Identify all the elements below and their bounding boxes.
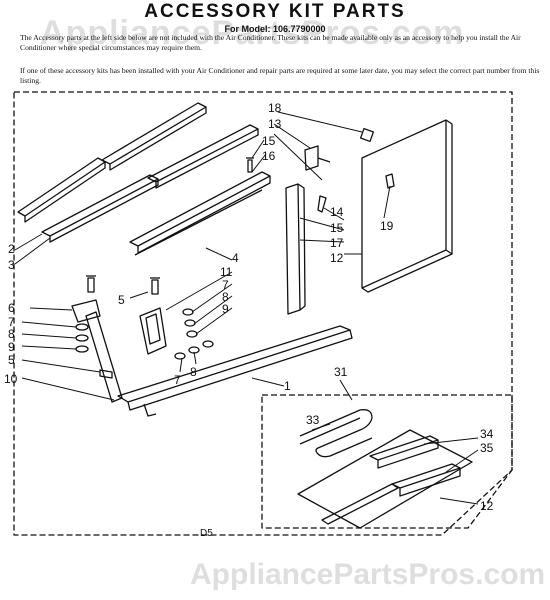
- callout-8b: 8: [8, 327, 15, 341]
- callout-17: 17: [330, 236, 344, 250]
- screw-5-top: [86, 275, 96, 293]
- callout-3: 3: [8, 258, 15, 272]
- callout-6: 6: [8, 301, 15, 315]
- callout-10: 10: [4, 372, 18, 386]
- leader-lines: [14, 111, 479, 505]
- washer-set-right: [174, 308, 214, 360]
- foam-strip-2: [101, 102, 207, 171]
- washer-set-left: [75, 323, 89, 353]
- callout-11: 11: [220, 265, 233, 279]
- foam-strip-4: [147, 124, 259, 189]
- gasket-33: [299, 409, 373, 458]
- clip-18: [359, 127, 375, 143]
- callout-5b: 5: [8, 353, 15, 367]
- callout-7b: 7: [8, 315, 15, 329]
- callout-34: 34: [480, 427, 494, 441]
- foam-strip-1: [17, 157, 106, 223]
- screw-19: [385, 173, 395, 189]
- support-post-17: [285, 183, 306, 315]
- angle-channel-4: [129, 171, 271, 256]
- callout-16: 16: [262, 149, 276, 163]
- diagram-code: D5: [200, 528, 213, 539]
- callout-12b: 12: [480, 499, 494, 513]
- panel-12-kit: [297, 429, 473, 529]
- callout-31: 31: [334, 365, 348, 379]
- side-panel-12: [361, 119, 453, 293]
- callout-7a: 7: [222, 278, 229, 292]
- angle-strip-kit: [321, 483, 399, 525]
- callout-9a: 9: [222, 302, 229, 316]
- page-title: ACCESSORY KIT PARTS: [144, 1, 406, 22]
- leg-bracket-6: [71, 299, 101, 323]
- callout-15b: 15: [330, 221, 344, 235]
- callout-1: 1: [284, 379, 291, 393]
- callout-19: 19: [380, 219, 394, 233]
- screw-14: [317, 195, 327, 213]
- callout-4: 4: [232, 251, 239, 265]
- bracket-13: [304, 145, 331, 171]
- callout-9b: 9: [8, 340, 15, 354]
- callout-8c: 8: [190, 365, 197, 379]
- intro-paragraph: The Accessory parts at the left side bel…: [20, 33, 521, 52]
- foam-block-34: [369, 435, 439, 469]
- callout-13: 13: [268, 117, 282, 131]
- support-rail-1: [117, 325, 353, 411]
- screw-5-bottom: [99, 369, 113, 379]
- callout-2: 2: [8, 242, 15, 256]
- callout-35: 35: [480, 441, 494, 455]
- callout-7c: 7: [174, 373, 181, 387]
- kit-border: [261, 394, 513, 529]
- model-number: For Model: 106.7790000: [224, 24, 326, 34]
- screw-15-top: [246, 157, 254, 173]
- callout-8a: 8: [222, 290, 229, 304]
- foam-strip-3: [41, 174, 159, 243]
- callout-5a: 5: [118, 293, 125, 307]
- callout-33: 33: [306, 413, 320, 427]
- leg-bracket-11: [139, 307, 167, 355]
- callout-18: 18: [268, 101, 282, 115]
- callout-12: 12: [330, 251, 344, 265]
- callout-15: 15: [262, 134, 276, 148]
- screw-5-mid: [150, 277, 160, 295]
- support-leg-10: [85, 311, 157, 417]
- callout-14: 14: [330, 205, 344, 219]
- listing-paragraph: If one of these accessory kits has been …: [20, 66, 540, 85]
- main-border: [13, 91, 513, 536]
